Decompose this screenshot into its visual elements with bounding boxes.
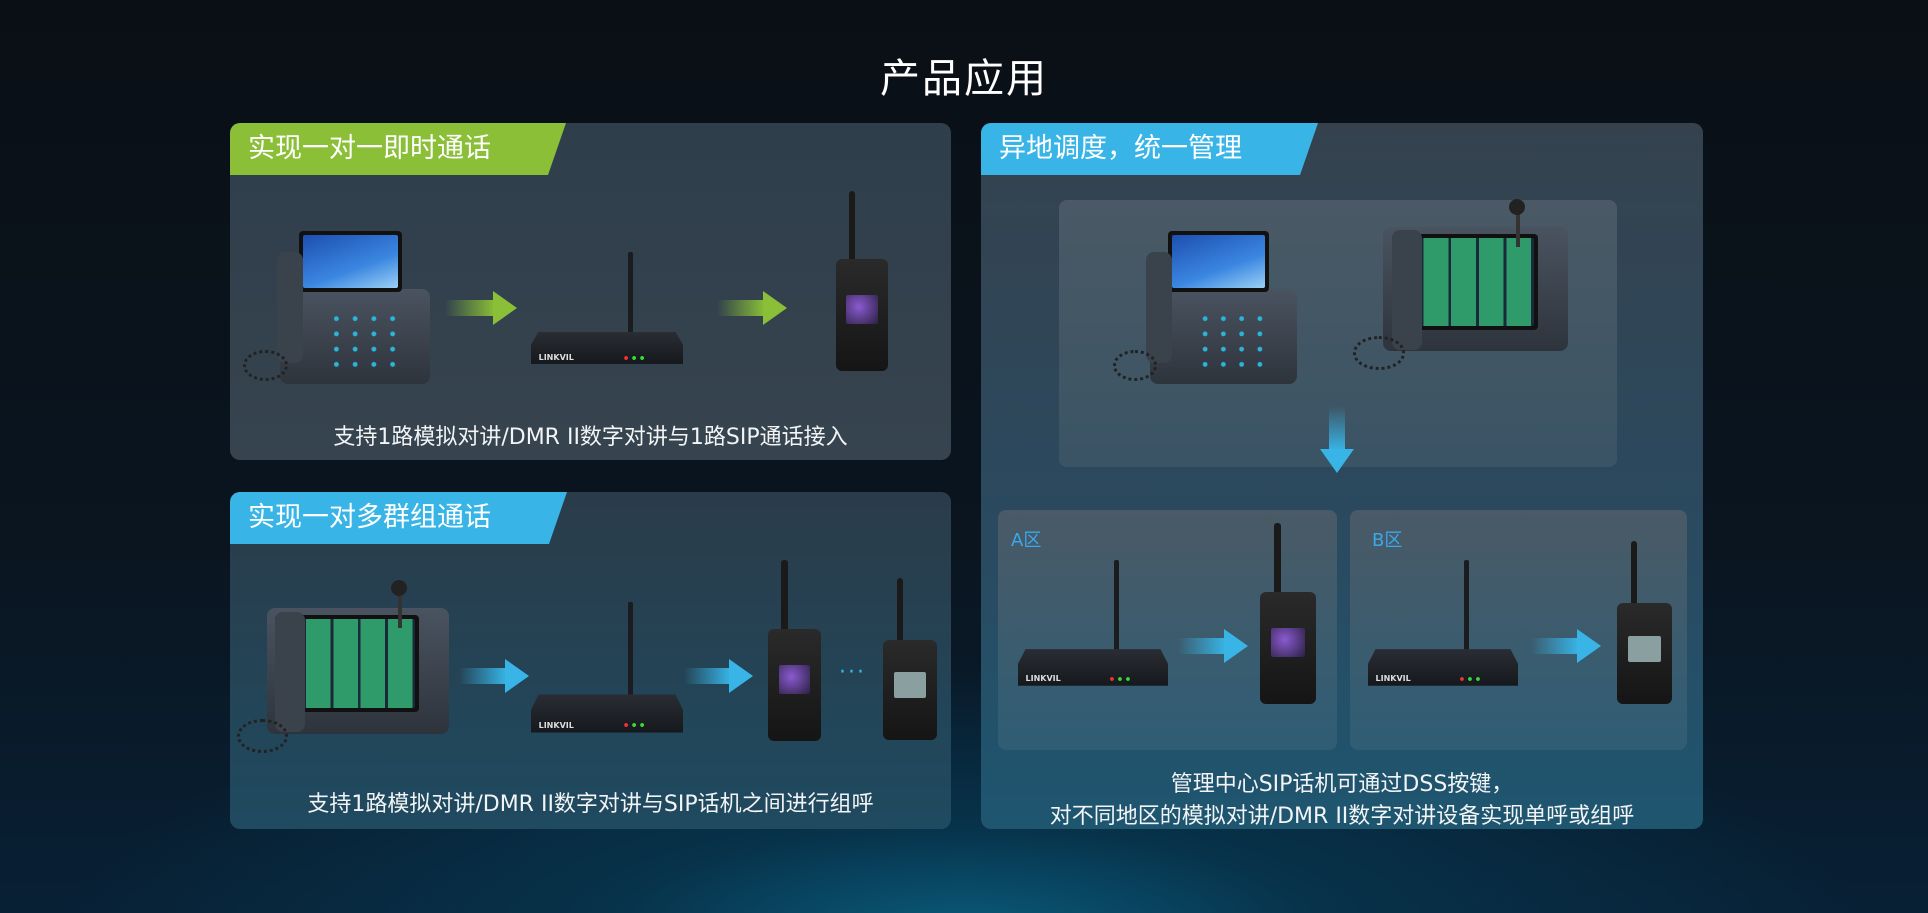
card-caption: 支持1路模拟对讲/DMR II数字对讲与1路SIP通话接入 bbox=[333, 425, 848, 450]
arrow-right-icon bbox=[1178, 629, 1248, 663]
video-phone-image bbox=[1113, 231, 1297, 384]
card-tag: 实现一对多群组通话 bbox=[230, 492, 567, 544]
radio-image bbox=[1617, 541, 1672, 704]
card-caption-line2: 对不同地区的模拟对讲/DMR II数字对讲设备实现单呼或组呼 bbox=[1049, 804, 1635, 829]
conference-phone-image bbox=[237, 579, 449, 756]
card-one-to-many: 实现一对多群组通话 LINKVIL ··· 支持1路模拟对讲/DMR II数字对… bbox=[230, 492, 951, 829]
card-one-to-one: 实现一对一即时通话 LINKVIL 支持1路模拟对讲/DMR II数字对讲与1路… bbox=[230, 123, 951, 460]
arrow-down-icon bbox=[1320, 406, 1354, 473]
card-tag: 异地调度，统一管理 bbox=[981, 123, 1318, 175]
gateway-image: LINKVIL bbox=[1368, 560, 1518, 691]
page-title: 产品应用 bbox=[880, 56, 1048, 102]
gateway-brand: LINKVIL bbox=[538, 720, 574, 730]
arrow-right-icon bbox=[717, 291, 787, 325]
radio-image bbox=[1260, 523, 1316, 704]
gateway-image: LINKVIL bbox=[1018, 560, 1168, 691]
conference-phone-image bbox=[1353, 199, 1568, 373]
arrow-right-icon bbox=[1531, 629, 1601, 663]
radio-image bbox=[883, 578, 937, 740]
card-caption-line1: 管理中心SIP话机可通过DSS按键， bbox=[1170, 772, 1514, 797]
card-caption: 支持1路模拟对讲/DMR II数字对讲与SIP话机之间进行组呼 bbox=[307, 792, 874, 817]
gateway-image: LINKVIL bbox=[531, 602, 683, 738]
radio-image bbox=[768, 560, 821, 741]
gateway-brand: LINKVIL bbox=[1025, 673, 1061, 683]
gateway-brand: LINKVIL bbox=[538, 352, 574, 362]
card-tag: 实现一对一即时通话 bbox=[230, 123, 566, 175]
radio-image bbox=[836, 191, 888, 371]
gateway-brand: LINKVIL bbox=[1375, 673, 1411, 683]
zone-b-label: B区 bbox=[1372, 530, 1403, 551]
more-dots: ··· bbox=[839, 660, 866, 685]
arrow-right-icon bbox=[445, 291, 517, 325]
gateway-image: LINKVIL bbox=[531, 252, 683, 369]
arrow-right-icon bbox=[684, 659, 753, 693]
video-phone-image bbox=[243, 231, 430, 384]
arrow-right-icon bbox=[459, 659, 529, 693]
zone-a-label: A区 bbox=[1011, 530, 1042, 551]
card-remote-dispatch: 异地调度，统一管理 A区 LINKVIL B区 LINKVIL 管理中心SIP话… bbox=[981, 123, 1703, 829]
